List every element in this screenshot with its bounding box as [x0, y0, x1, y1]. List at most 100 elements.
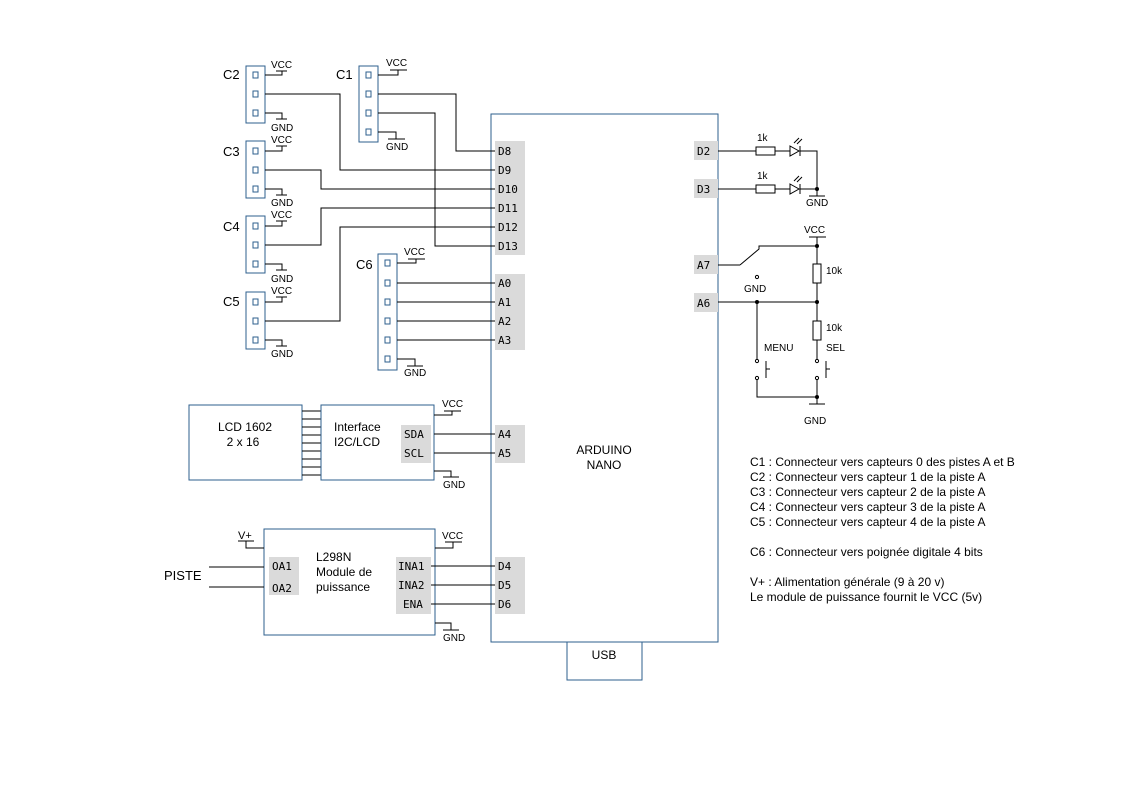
pin-a2: A2	[498, 315, 511, 328]
pin-d2: D2	[697, 145, 710, 158]
c1-vcc: VCC	[386, 58, 407, 69]
lcd-line1: LCD 1602	[218, 420, 272, 434]
note-c1: C1 : Connecteur vers capteurs 0 des pist…	[750, 455, 1015, 469]
l298n-ina1: INA1	[398, 560, 425, 573]
connector-c2: C2 VCC GND	[223, 60, 293, 134]
note-c3: C3 : Connecteur vers capteur 2 de la pis…	[750, 485, 985, 499]
c3-vcc: VCC	[271, 135, 292, 146]
sel-label: SEL	[826, 343, 845, 354]
l298n-line3: puissance	[316, 580, 370, 594]
pin-d5: D5	[498, 579, 511, 592]
pin-d11: D11	[498, 202, 518, 215]
pin-a7: A7	[697, 259, 710, 272]
c2-vcc: VCC	[271, 60, 292, 71]
connector-c3: C3 VCC GND	[223, 135, 293, 209]
pin-a5: A5	[498, 447, 511, 460]
note-vplus: V+ : Alimentation générale (9 à 20 v)	[750, 575, 944, 589]
i2c-gnd: GND	[443, 480, 465, 491]
lcd-1602: LCD 1602 2 x 16	[188, 404, 321, 481]
c5-vcc: VCC	[271, 286, 292, 297]
i2c-interface: Interface I2C/LCD SDA SCL VCC GND	[320, 399, 495, 491]
vplus-label: V+	[238, 530, 252, 542]
resistor-10k-a	[812, 263, 822, 284]
i2c-line1: Interface	[334, 420, 381, 434]
c4-vcc: VCC	[271, 210, 292, 221]
r10k-b-label: 10k	[826, 323, 843, 334]
l298n-oa1: OA1	[272, 560, 292, 573]
piste-label: PISTE	[164, 568, 202, 583]
pin-d3: D3	[697, 183, 710, 196]
pin-a1: A1	[498, 296, 511, 309]
c4-gnd: GND	[271, 274, 293, 285]
connector-c6: C6 VCC GND	[356, 247, 426, 379]
connector-c4: C4 VCC GND	[223, 210, 293, 285]
i2c-vcc: VCC	[442, 399, 463, 410]
l298n-vcc: VCC	[442, 531, 463, 542]
c2-label: C2	[223, 67, 240, 82]
usb-label: USB	[592, 648, 617, 662]
pin-d9: D9	[498, 164, 511, 177]
menu-label: MENU	[764, 343, 793, 354]
note-c5: C5 : Connecteur vers capteur 4 de la pis…	[750, 515, 985, 529]
note-c2: C2 : Connecteur vers capteur 1 de la pis…	[750, 470, 985, 484]
connector-c5: C5 VCC GND	[223, 286, 293, 360]
l298n-line1: L298N	[316, 550, 351, 564]
pin-a6: A6	[697, 297, 710, 310]
c6-gnd: GND	[404, 368, 426, 379]
r10k-a-label: 10k	[826, 266, 843, 277]
net-vcc: VCC	[804, 225, 825, 236]
l298n-module: L298N Module de puissance OA1 OA2 INA1 I…	[164, 528, 495, 644]
note-c6: C6 : Connecteur vers poignée digitale 4 …	[750, 545, 983, 559]
pin-a3: A3	[498, 334, 511, 347]
menu-button	[765, 361, 770, 378]
c6-vcc: VCC	[404, 247, 425, 258]
connector-c1: C1 VCC GND	[336, 58, 408, 153]
arduino-name-1: ARDUINO	[576, 443, 631, 457]
pin-d12: D12	[498, 221, 518, 234]
i2c-line2: I2C/LCD	[334, 435, 380, 449]
led-gnd: GND	[806, 198, 828, 209]
usb-port	[566, 641, 643, 681]
c5-gnd: GND	[271, 349, 293, 360]
pin-d4: D4	[498, 560, 512, 573]
note-c4: C4 : Connecteur vers capteur 3 de la pis…	[750, 500, 985, 514]
pin-d8: D8	[498, 145, 511, 158]
l298n-ena: ENA	[403, 598, 423, 611]
pin-a0: A0	[498, 277, 511, 290]
arduino-nano: USB ARDUINO NANO D8 D9 D10 D11 D12 D13 A…	[490, 113, 719, 681]
pin-a4: A4	[498, 428, 512, 441]
button-gnd: GND	[804, 416, 826, 427]
led-circuit: 1k 1k GND	[718, 133, 828, 209]
legend-notes: C1 : Connecteur vers capteurs 0 des pist…	[750, 455, 1015, 604]
sensor-wires	[265, 93, 495, 341]
arduino-name-2: NANO	[587, 458, 622, 472]
l298n-ina2: INA2	[398, 579, 425, 592]
l298n-gnd: GND	[443, 633, 465, 644]
led-d3	[789, 183, 801, 195]
c1-gnd: GND	[386, 142, 408, 153]
c2-gnd: GND	[271, 123, 293, 134]
pin-d6: D6	[498, 598, 511, 611]
i2c-sda: SDA	[404, 428, 424, 441]
c3-label: C3	[223, 144, 240, 159]
button-network: VCC GND 10k 10k MENU SEL GND	[718, 225, 845, 427]
pin-d10: D10	[498, 183, 518, 196]
c5-label: C5	[223, 294, 240, 309]
l298n-oa2: OA2	[272, 582, 292, 595]
c4-label: C4	[223, 219, 240, 234]
pin-d13: D13	[498, 240, 518, 253]
c6-label: C6	[356, 257, 373, 272]
lcd-line2: 2 x 16	[227, 435, 260, 449]
r1k-a-label: 1k	[757, 133, 769, 144]
resistor-1k-a	[755, 146, 776, 156]
resistor-1k-b	[755, 184, 776, 194]
led-d2	[789, 145, 801, 157]
c3-gnd: GND	[271, 198, 293, 209]
resistor-10k-b	[812, 320, 822, 341]
l298n-line2: Module de	[316, 565, 372, 579]
i2c-scl: SCL	[404, 447, 424, 460]
a7-gnd: GND	[744, 284, 766, 295]
c1-label: C1	[336, 67, 353, 82]
note-vcc: Le module de puissance fournit le VCC (5…	[750, 590, 982, 604]
